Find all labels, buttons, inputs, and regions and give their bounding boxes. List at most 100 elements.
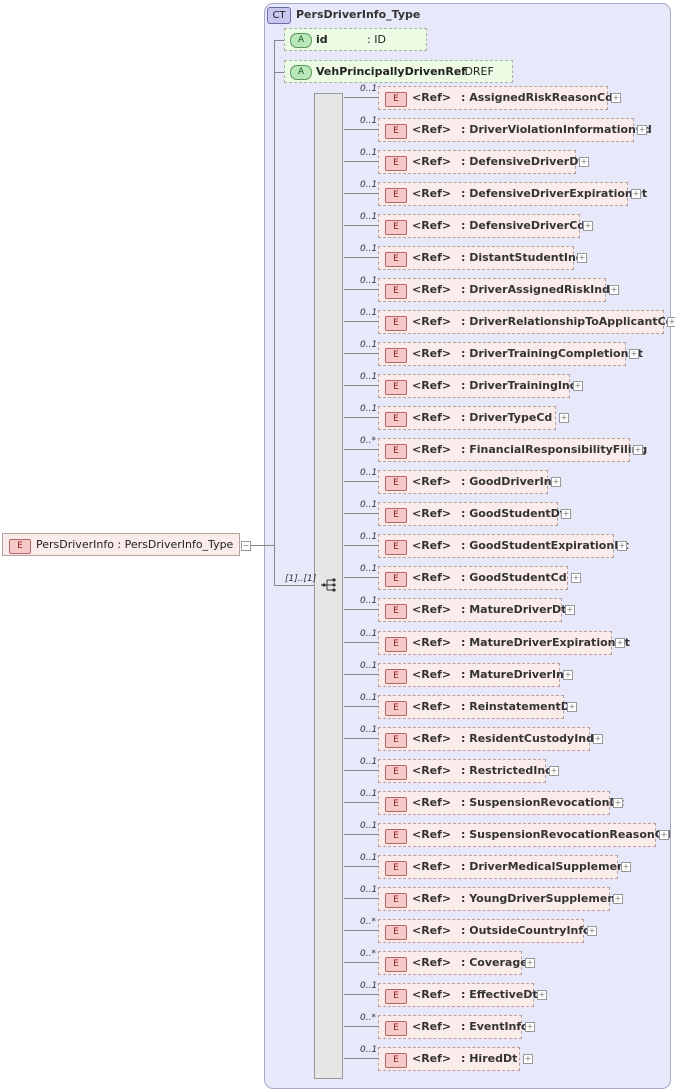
- element-box[interactable]: E<Ref>: DriverTrainingInd: [378, 374, 578, 398]
- expand-icon[interactable]: +: [567, 702, 577, 712]
- expand-icon[interactable]: +: [523, 1054, 533, 1064]
- expand-icon[interactable]: +: [609, 285, 619, 295]
- expand-icon[interactable]: +: [577, 253, 587, 263]
- element-badge: E: [385, 316, 407, 331]
- expand-icon[interactable]: +: [667, 317, 675, 327]
- expand-icon[interactable]: +: [587, 926, 597, 936]
- expand-icon[interactable]: +: [621, 862, 631, 872]
- element-row[interactable]: 0..*E<Ref>: OutsideCountryInfo+: [344, 917, 610, 943]
- expand-icon[interactable]: +: [613, 798, 623, 808]
- element-box[interactable]: E<Ref>: GoodStudentExpirationDt: [378, 534, 629, 558]
- element-row[interactable]: 0..*E<Ref>: EventInfo+: [344, 1013, 548, 1039]
- element-box[interactable]: E<Ref>: EventInfo: [378, 1015, 529, 1039]
- element-box[interactable]: E<Ref>: DriverTypeCd: [378, 406, 556, 430]
- element-box[interactable]: E<Ref>: DistantStudentInd: [378, 246, 584, 270]
- expand-icon[interactable]: +: [631, 189, 641, 199]
- expand-icon[interactable]: +: [659, 830, 669, 840]
- element-box[interactable]: E<Ref>: GoodStudentDt: [378, 502, 565, 526]
- expand-icon[interactable]: +: [583, 221, 593, 231]
- element-box[interactable]: E<Ref>: RestrictedInd: [378, 759, 553, 783]
- expand-icon[interactable]: +: [573, 381, 583, 391]
- expand-icon[interactable]: +: [613, 894, 623, 904]
- sequence-connector: [274, 585, 314, 586]
- expand-icon[interactable]: +: [579, 157, 589, 167]
- element-box[interactable]: E<Ref>: DriverTrainingCompletionDt: [378, 342, 643, 366]
- expand-icon[interactable]: +: [637, 125, 647, 135]
- element-box[interactable]: E<Ref>: YoungDriverSupplement: [378, 887, 620, 911]
- element-box[interactable]: E<Ref>: FinancialResponsibilityFiling: [378, 438, 647, 462]
- expand-icon[interactable]: +: [615, 638, 625, 648]
- attribute-veh-principally-driven-ref[interactable]: A VehPrincipallyDrivenRef : IDREF: [284, 60, 513, 83]
- expand-icon[interactable]: +: [633, 445, 643, 455]
- element-box[interactable]: E<Ref>: DriverViolationInformationCd: [378, 118, 652, 142]
- element-box[interactable]: E<Ref>: EffectiveDt: [378, 983, 538, 1007]
- element-box[interactable]: E<Ref>: DriverMedicalSupplement: [378, 855, 630, 879]
- expand-icon[interactable]: +: [561, 509, 571, 519]
- expand-icon[interactable]: +: [563, 670, 573, 680]
- expand-icon[interactable]: +: [617, 541, 627, 551]
- sequence-icon[interactable]: [321, 578, 337, 592]
- element-box[interactable]: E<Ref>: MatureDriverDt: [378, 598, 566, 622]
- expand-icon[interactable]: +: [559, 413, 569, 423]
- expand-icon[interactable]: +: [611, 93, 621, 103]
- element-row[interactable]: 0..*E<Ref>: FinancialResponsibilityFilin…: [344, 436, 656, 462]
- element-box[interactable]: E<Ref>: DriverRelationshipToApplicantCd: [378, 310, 674, 334]
- element-box[interactable]: E<Ref>: SuspensionRevocationDt: [378, 791, 624, 815]
- element-box[interactable]: E<Ref>: MatureDriverInd: [378, 663, 572, 687]
- element-box[interactable]: E<Ref>: Coverage: [378, 951, 528, 975]
- expand-icon[interactable]: +: [593, 734, 603, 744]
- element-box[interactable]: E<Ref>: DefensiveDriverDt: [378, 150, 584, 174]
- collapse-icon[interactable]: −: [241, 541, 251, 551]
- element-box[interactable]: E<Ref>: OutsideCountryInfo: [378, 919, 591, 943]
- expand-icon[interactable]: +: [525, 1022, 535, 1032]
- expand-icon[interactable]: +: [565, 605, 575, 615]
- attribute-id[interactable]: A id : ID: [284, 28, 427, 51]
- element-box[interactable]: E<Ref>: MatureDriverExpirationDt: [378, 631, 630, 655]
- element-box[interactable]: E<Ref>: AssignedRiskReasonCd: [378, 86, 613, 110]
- expand-icon[interactable]: +: [525, 958, 535, 968]
- expand-icon[interactable]: +: [537, 990, 547, 1000]
- element-box[interactable]: E<Ref>: GoodStudentCd: [378, 566, 568, 590]
- expand-icon[interactable]: +: [629, 349, 639, 359]
- element-box[interactable]: E<Ref>: DefensiveDriverExpirationDt: [378, 182, 647, 206]
- expand-icon[interactable]: +: [551, 477, 561, 487]
- root-element[interactable]: E PersDriverInfo : PersDriverInfo_Type: [2, 533, 240, 556]
- element-row[interactable]: 0..*E<Ref>: Coverage+: [344, 949, 548, 975]
- expand-icon[interactable]: +: [571, 573, 581, 583]
- element-box[interactable]: E<Ref>: GoodDriverInd: [378, 470, 559, 494]
- element-box[interactable]: E<Ref>: SuspensionRevocationReasonCd: [378, 823, 671, 847]
- element-box[interactable]: E<Ref>: DefensiveDriverCd: [378, 214, 585, 238]
- element-box[interactable]: E<Ref>: DriverAssignedRiskInd: [378, 278, 610, 302]
- element-box[interactable]: E<Ref>: ReinstatementDt: [378, 695, 575, 719]
- expand-icon[interactable]: +: [549, 766, 559, 776]
- element-box[interactable]: E<Ref>: HiredDt: [378, 1047, 520, 1071]
- element-box[interactable]: E<Ref>: ResidentCustodyInd: [378, 727, 594, 751]
